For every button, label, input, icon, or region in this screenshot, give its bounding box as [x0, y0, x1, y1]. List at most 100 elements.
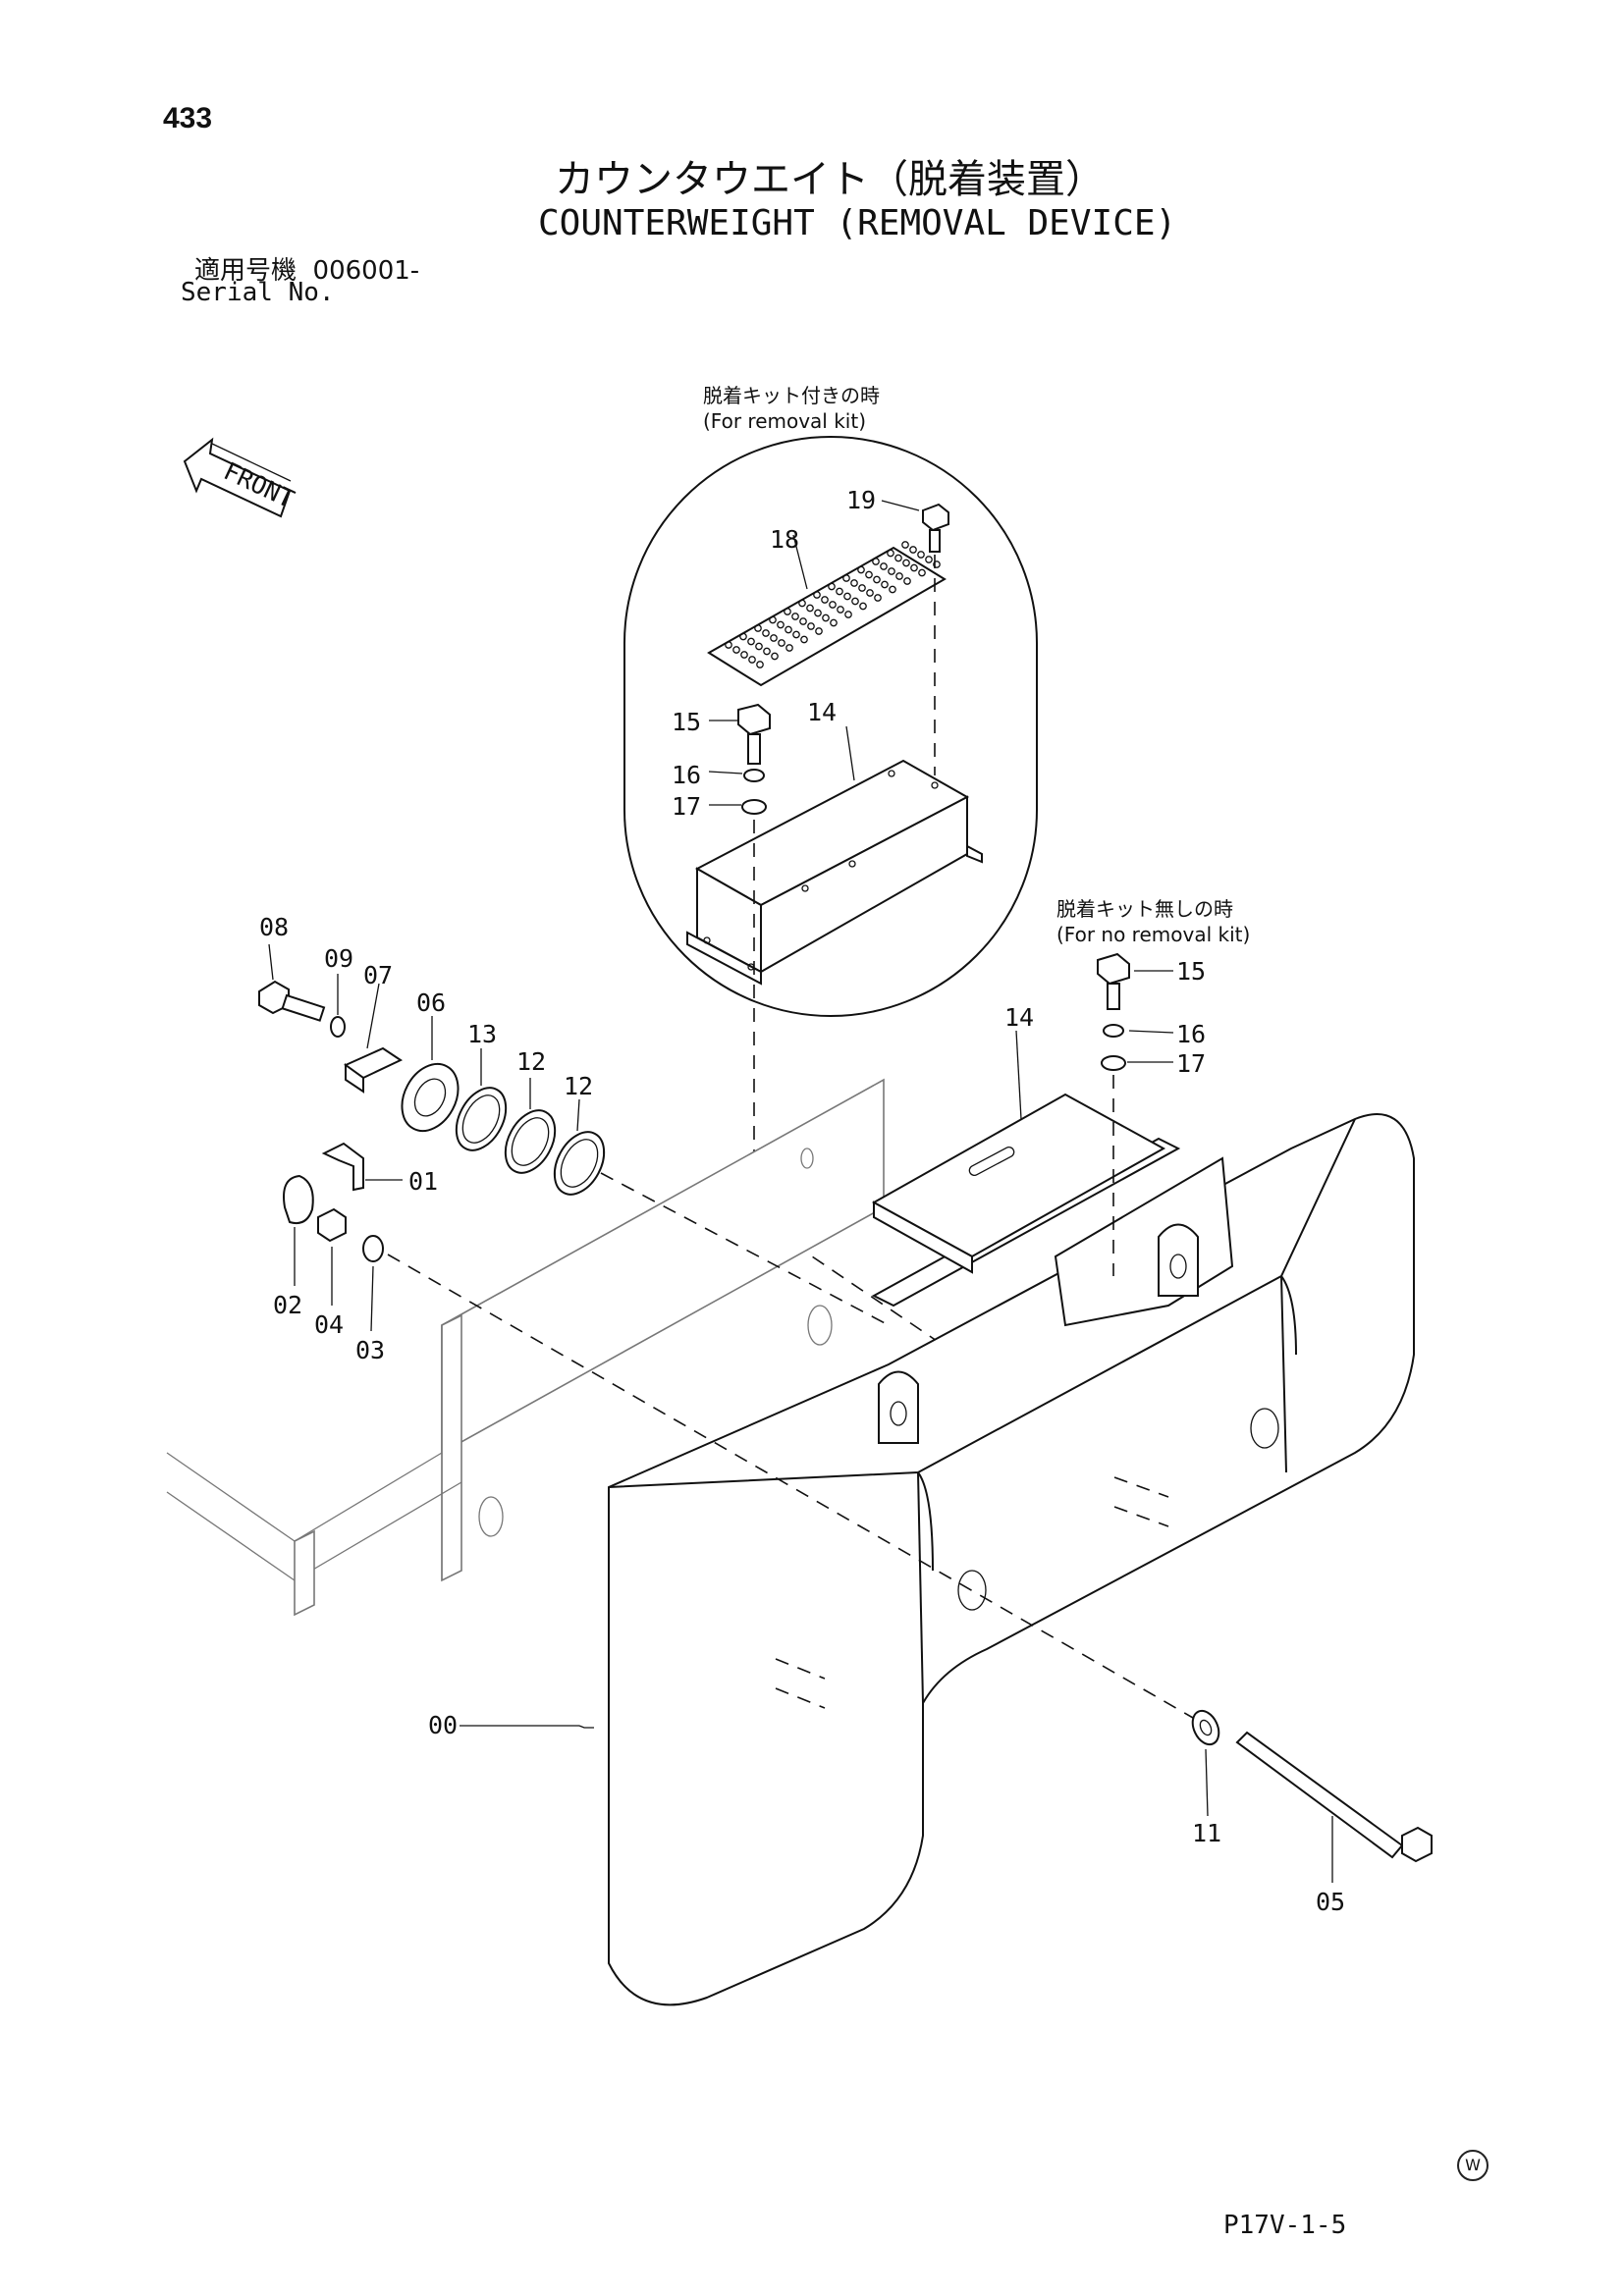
serial-number-value: 006001-	[312, 256, 420, 286]
removal-kit-callout-oval	[623, 436, 1038, 1017]
plate-hole	[865, 570, 873, 579]
cover-plate-part	[871, 1093, 1166, 1274]
part-label-03: 03	[355, 1336, 385, 1364]
plate-hole	[822, 614, 830, 622]
plate-hole	[770, 634, 778, 642]
shim-13-icon	[455, 1087, 508, 1151]
frame-plate-outline	[166, 1078, 885, 1617]
plate-hole	[807, 622, 815, 630]
plate-hole	[821, 596, 829, 604]
part-label-01: 01	[408, 1167, 438, 1196]
serial-number-row: 適用号機 006001-	[194, 250, 419, 287]
part-label-17: 17	[672, 792, 701, 821]
spring-washer-16-icon	[743, 769, 765, 782]
part-label-04: 04	[314, 1310, 344, 1339]
plate-hole	[857, 565, 865, 574]
lifting-lug-left-icon	[878, 1370, 919, 1444]
page-number: 433	[163, 102, 213, 134]
part-label-08: 08	[259, 913, 289, 941]
plate-hole	[791, 613, 799, 620]
plate-hole	[872, 558, 880, 565]
plate-hole	[866, 589, 874, 597]
bolt-08-icon	[258, 980, 326, 1022]
serial-label-japanese: 適用号機	[194, 256, 298, 286]
nut-04-icon	[317, 1207, 347, 1243]
spring-washer-16-right-icon	[1103, 1024, 1124, 1038]
shim-12b-icon	[553, 1131, 606, 1196]
part-label-14: 14	[807, 698, 837, 726]
removal-kit-note-japanese: 脱着キット付きの時	[703, 384, 880, 407]
part-label-16-right: 16	[1176, 1020, 1206, 1048]
plate-hole	[881, 580, 889, 589]
bolt-15-icon	[737, 703, 771, 765]
part-label-09: 09	[324, 944, 353, 973]
plate-hole	[747, 637, 755, 646]
part-label-05: 05	[1316, 1888, 1345, 1916]
no-removal-kit-note: 脱着キット無しの時 (For no removal kit)	[1056, 896, 1250, 947]
plate-hole	[756, 661, 764, 668]
plate-hole	[918, 568, 926, 577]
part-label-16: 16	[672, 761, 701, 789]
removal-kit-note: 脱着キット付きの時 (For removal kit)	[703, 383, 880, 434]
bracket-01-icon	[321, 1142, 364, 1192]
plate-hole	[910, 563, 918, 572]
plate-hole	[748, 656, 756, 664]
plate-hole	[858, 584, 866, 592]
plate-hole	[888, 567, 895, 575]
plate-hole	[800, 635, 808, 644]
plain-washer-17-icon	[741, 799, 767, 815]
plate-07-icon	[344, 1046, 404, 1094]
plate-hole	[784, 608, 791, 615]
serial-label: Serial No.	[181, 278, 335, 307]
front-arrow-icon: FRONT	[183, 437, 298, 518]
no-removal-kit-note-english: (For no removal kit)	[1056, 923, 1251, 946]
plate-hole	[903, 577, 911, 585]
plate-hole	[859, 602, 867, 611]
plate-hole	[755, 642, 763, 651]
part-label-18: 18	[770, 525, 799, 554]
plate-hole	[815, 627, 823, 635]
bolt-15-right-icon	[1097, 952, 1130, 1010]
part-label-12-second: 12	[564, 1072, 593, 1100]
plate-hole	[836, 587, 843, 596]
perforated-plate-part	[707, 541, 947, 687]
plate-hole	[778, 639, 785, 647]
step-box-part	[686, 759, 983, 986]
plain-washer-17-right-icon	[1101, 1055, 1126, 1071]
part-label-19: 19	[846, 486, 876, 514]
plate-hole	[894, 554, 902, 562]
part-label-02: 02	[273, 1291, 302, 1319]
plate-hole	[798, 599, 806, 608]
plate-hole	[739, 632, 747, 641]
plate-hole	[873, 575, 881, 584]
plate-hole	[880, 562, 888, 570]
plate-hole	[799, 617, 807, 625]
plate-hole	[889, 585, 896, 594]
washer-03-icon	[362, 1235, 384, 1262]
plate-hole	[763, 647, 771, 656]
removal-kit-note-english: (For removal kit)	[703, 409, 867, 433]
plate-hole	[887, 549, 894, 558]
plate-hole	[902, 559, 910, 567]
plate-hole	[844, 611, 852, 618]
plate-hole	[925, 556, 933, 563]
part-label-15-right: 15	[1176, 957, 1206, 986]
plate-hole	[850, 579, 858, 587]
plate-hole	[909, 546, 917, 554]
plate-hole	[777, 620, 785, 629]
plate-hole	[874, 594, 882, 602]
lifting-lug-right-icon	[1158, 1223, 1199, 1297]
pin-05-icon	[1235, 1731, 1433, 1863]
part-label-07: 07	[363, 961, 393, 989]
plate-hole	[843, 592, 851, 601]
corner-mark: W	[1457, 2150, 1489, 2181]
plate-hole	[851, 597, 859, 606]
plate-hole	[771, 652, 779, 661]
part-label-14-right: 14	[1004, 1003, 1034, 1032]
page-title: COUNTERWEIGHT (REMOVAL DEVICE)	[538, 203, 1177, 243]
plate-hole	[725, 641, 732, 649]
part-label-13: 13	[467, 1020, 497, 1048]
page-title-japanese: カウンタウエイト（脱着装置）	[555, 157, 1105, 202]
plate-hole	[837, 606, 844, 614]
